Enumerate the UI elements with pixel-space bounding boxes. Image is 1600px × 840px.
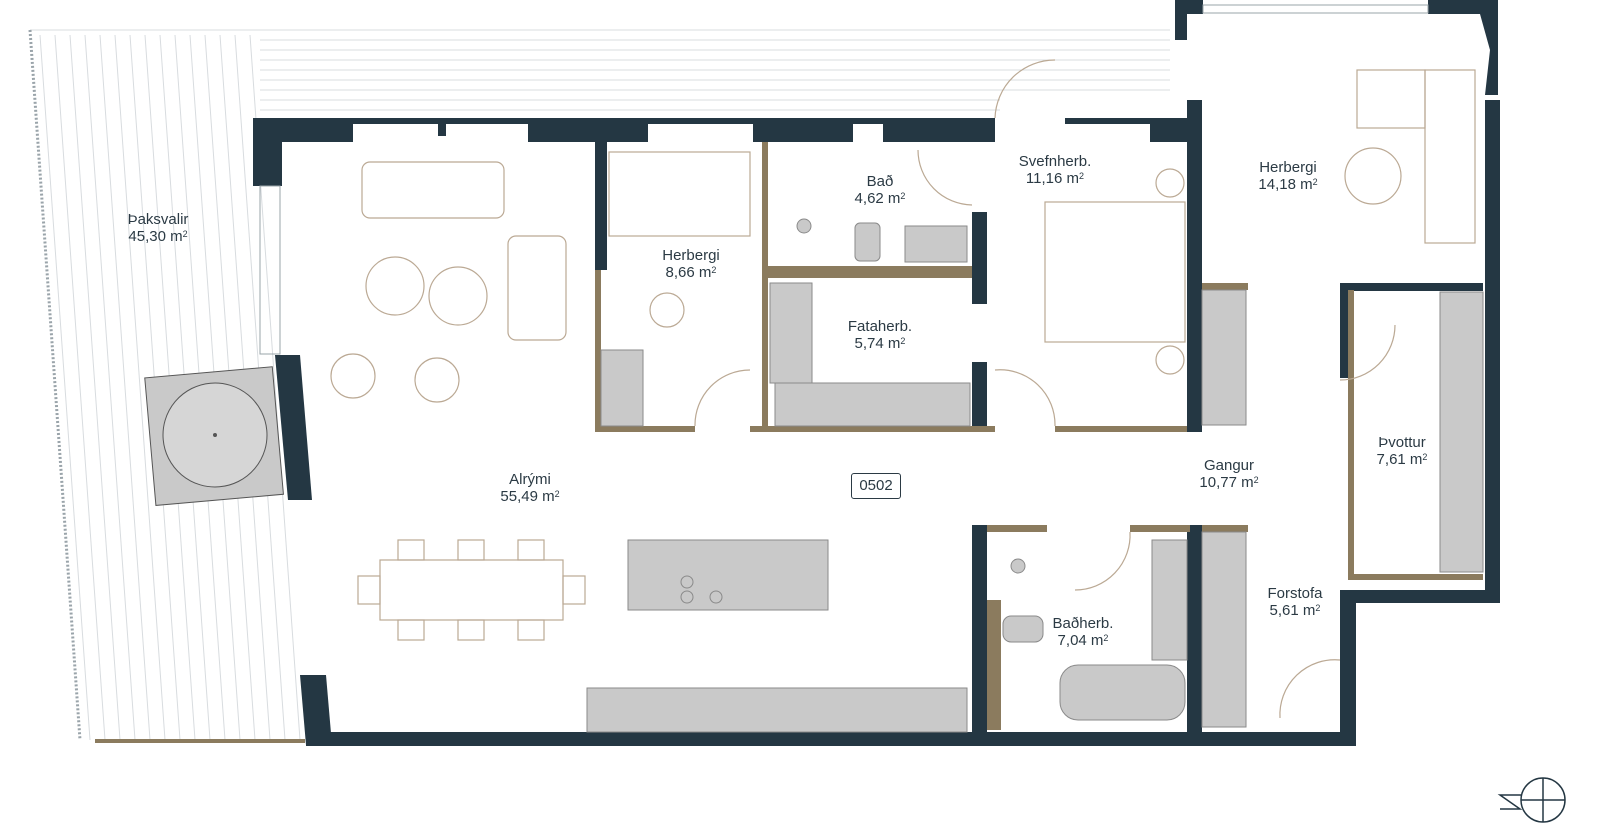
room-name: Fataherb. <box>847 318 913 335</box>
room-area: 10,77 <box>1199 474 1237 491</box>
room-name: Forstofa <box>1267 585 1323 602</box>
area-exponent: 2 <box>900 336 906 346</box>
room-area: 14,18 <box>1258 176 1296 193</box>
room-area: 4,62 <box>854 190 884 207</box>
room-name: Alrými <box>509 471 551 488</box>
room-area: 5,61 <box>1269 602 1299 619</box>
area-unit: m <box>1409 451 1423 468</box>
area-exponent: 2 <box>900 191 906 201</box>
area-exponent: 2 <box>1103 633 1109 643</box>
area-exponent: 2 <box>1253 475 1259 485</box>
area-unit: m <box>1090 632 1104 649</box>
area-unit: m <box>887 190 901 207</box>
area-unit: m <box>1302 602 1316 619</box>
room-area: 45,30 <box>128 228 166 245</box>
terrace-railing <box>28 29 82 741</box>
room-label-svefnherb: Svefnherb.11,16 m2 <box>1019 153 1092 187</box>
room-area: 5,74 <box>854 335 884 352</box>
unit-number-tag: 0502 <box>851 473 901 499</box>
area-exponent: 2 <box>711 265 717 275</box>
room-name: Svefnherb. <box>1018 153 1092 170</box>
room-name: Herbergi <box>662 247 720 264</box>
room-name: Herbergi <box>1259 159 1317 176</box>
walls <box>253 0 1500 746</box>
partitions <box>595 142 1483 730</box>
area-exponent: 2 <box>1312 177 1318 187</box>
windows <box>259 4 1429 355</box>
room-area: 55,49 <box>500 488 538 505</box>
fixtures <box>586 218 1484 733</box>
area-unit: m <box>170 228 183 245</box>
furniture <box>330 59 1476 719</box>
area-unit: m <box>1300 176 1313 193</box>
area-exponent: 2 <box>182 229 188 239</box>
room-name: Þaksvalir <box>127 211 189 228</box>
area-exponent: 2 <box>1079 171 1085 181</box>
planter <box>144 366 284 506</box>
room-name: Þvottur <box>1378 434 1426 451</box>
area-unit: m <box>542 488 555 505</box>
room-name: Gangur <box>1203 457 1255 474</box>
area-unit: m <box>698 264 712 281</box>
room-area: 7,61 <box>1376 451 1406 468</box>
area-exponent: 2 <box>1422 452 1428 462</box>
room-label-fataherb: Fataherb.5,74 m2 <box>848 318 912 352</box>
room-area: 7,04 <box>1057 632 1087 649</box>
room-name: Bað <box>866 173 894 190</box>
area-exponent: 2 <box>554 489 560 499</box>
room-area: 11,16 <box>1025 170 1063 187</box>
area-unit: m <box>1241 474 1254 491</box>
room-name: Baðherb. <box>1052 615 1114 632</box>
area-unit: m <box>887 335 901 352</box>
area-exponent: 2 <box>1315 603 1321 613</box>
area-unit: m <box>1066 170 1080 187</box>
north-arrow-icon <box>1497 777 1566 823</box>
room-area: 8,66 <box>665 264 695 281</box>
room-label-badherb: Baðherb.7,04 m2 <box>1053 615 1114 649</box>
